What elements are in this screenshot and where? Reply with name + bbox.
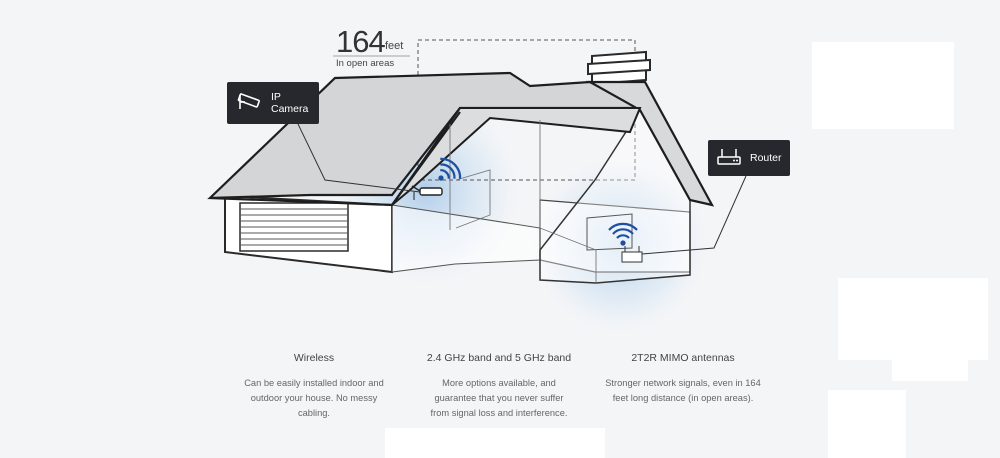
- camera-leader-line: [297, 123, 421, 193]
- garage-door: [239, 202, 349, 252]
- feature-desc-line: Can be easily installed indoor and: [244, 378, 384, 388]
- gable-front: [539, 108, 691, 284]
- distance-note: In open areas: [336, 58, 395, 69]
- blank-panel: [812, 42, 954, 129]
- ip-camera-label: IP Camera: [271, 91, 309, 115]
- feature-mimo: 2T2R MIMO antennas Stronger network sign…: [593, 352, 773, 406]
- router-leader-line: [641, 175, 747, 255]
- distance-unit: feet: [385, 40, 404, 52]
- router-icon: [716, 147, 742, 170]
- router-tag: Router: [708, 140, 790, 176]
- feature-desc-line: guarantee that you never suffer: [434, 393, 564, 403]
- ip-camera-tag: IP Camera: [227, 82, 319, 124]
- right-roof: [585, 80, 715, 207]
- router-device: [621, 246, 643, 263]
- feature-desc: Stronger network signals, even in 164 fe…: [593, 376, 773, 406]
- feature-dual-band: 2.4 GHz band and 5 GHz band More options…: [409, 352, 589, 421]
- feature-wireless: Wireless Can be easily installed indoor …: [224, 352, 404, 421]
- wifi-signal-icon: [438, 157, 462, 181]
- feature-desc-line: cabling.: [297, 408, 331, 418]
- feature-desc-line: from signal loss and interference.: [430, 408, 568, 418]
- feature-desc-line: More options available, and: [442, 378, 556, 388]
- feature-desc-line: outdoor your house. No messy: [250, 393, 378, 403]
- feature-title: 2T2R MIMO antennas: [631, 352, 735, 364]
- feature-title: 2.4 GHz band and 5 GHz band: [426, 352, 572, 364]
- ip-camera-icon: [235, 91, 263, 116]
- blank-panel: [838, 278, 988, 360]
- distance-value: 164: [336, 24, 386, 59]
- router-label: Router: [750, 152, 782, 164]
- feature-desc-line: Stronger network signals, even in 164: [605, 378, 761, 388]
- blank-panel: [828, 390, 906, 458]
- blank-panel: [892, 355, 968, 381]
- feature-desc-line: feet long distance (in open areas).: [612, 393, 754, 403]
- wifi-signal-icon: [608, 222, 638, 246]
- blank-panel: [385, 428, 605, 458]
- feature-desc: More options available, and guarantee th…: [409, 376, 589, 421]
- main-wall: [391, 204, 541, 273]
- feature-desc: Can be easily installed indoor and outdo…: [224, 376, 404, 421]
- feature-title: Wireless: [293, 352, 335, 364]
